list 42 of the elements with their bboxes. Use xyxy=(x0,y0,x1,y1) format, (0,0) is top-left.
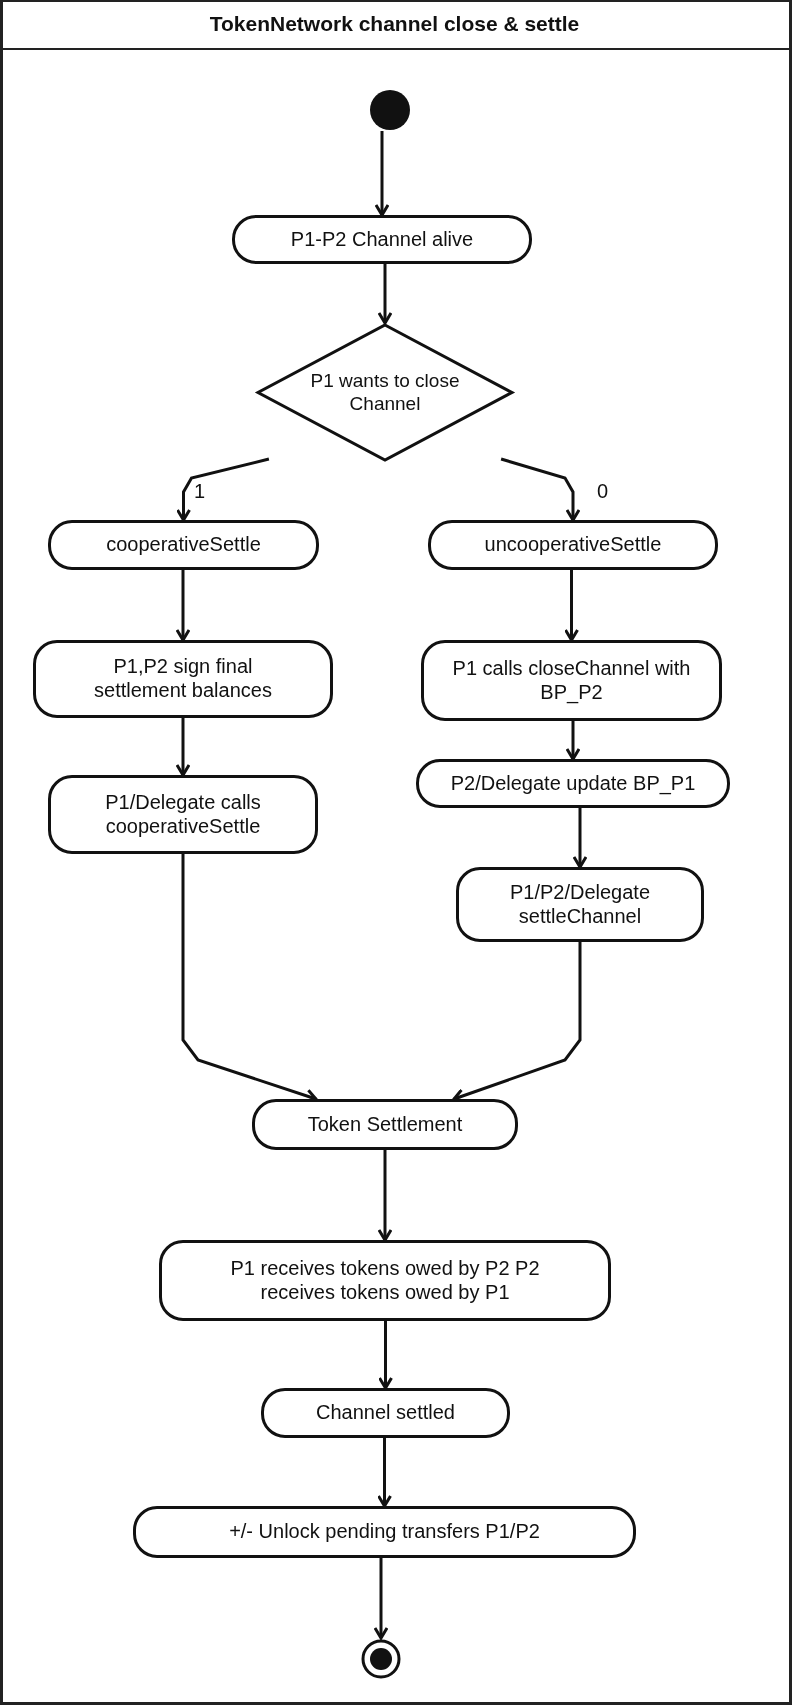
action-text: P1,P2 sign final settlement balances xyxy=(93,655,273,703)
initial-node xyxy=(369,89,411,131)
action-box xyxy=(421,640,722,721)
decision-text: P1 wants to close Channel xyxy=(310,370,460,415)
action-text: P1/Delegate calls cooperativeSettle xyxy=(104,790,262,839)
action-box xyxy=(416,759,730,808)
action-text: cooperativeSettle xyxy=(106,533,261,557)
arrow xyxy=(175,570,191,642)
action-text: uncooperativeSettle xyxy=(484,533,662,557)
action-text: P1/P2/Delegate settleChannel xyxy=(508,880,652,929)
arrow xyxy=(377,264,393,325)
arrow xyxy=(176,457,270,522)
arrow xyxy=(374,131,390,217)
arrow xyxy=(175,718,191,777)
action-text: +/- Unlock pending transfers P1/P2 xyxy=(229,1520,540,1544)
action-box xyxy=(428,520,718,570)
action-box xyxy=(232,215,532,264)
arrow xyxy=(500,457,581,522)
decision-diamond xyxy=(256,323,514,462)
action-box xyxy=(48,775,318,854)
action-box xyxy=(252,1099,518,1150)
action-text: Token Settlement xyxy=(307,1112,463,1137)
action-box xyxy=(33,640,333,718)
action-text: P1-P2 Channel alive xyxy=(290,227,474,252)
action-box xyxy=(456,867,704,942)
action-text: Channel settled xyxy=(316,1401,455,1425)
action-text: P1 receives tokens owed by P2 P2 receives tokens owed by P1 xyxy=(229,1256,541,1305)
action-box xyxy=(159,1240,611,1321)
arrow xyxy=(378,1321,393,1390)
arrow xyxy=(564,570,579,642)
arrow xyxy=(377,1150,393,1242)
action-box xyxy=(133,1506,636,1558)
arrow xyxy=(572,808,588,869)
action-box xyxy=(261,1388,510,1438)
final-node xyxy=(360,1638,402,1680)
arrow xyxy=(377,1438,392,1508)
action-box xyxy=(48,520,319,570)
action-text: P1 calls closeChannel with BP_P2 xyxy=(451,656,692,705)
action-text: P2/Delegate update BP_P1 xyxy=(450,771,696,796)
arrow xyxy=(373,1558,389,1640)
arrow xyxy=(565,721,581,761)
diagram-title: TokenNetwork channel close & settle xyxy=(209,12,580,36)
